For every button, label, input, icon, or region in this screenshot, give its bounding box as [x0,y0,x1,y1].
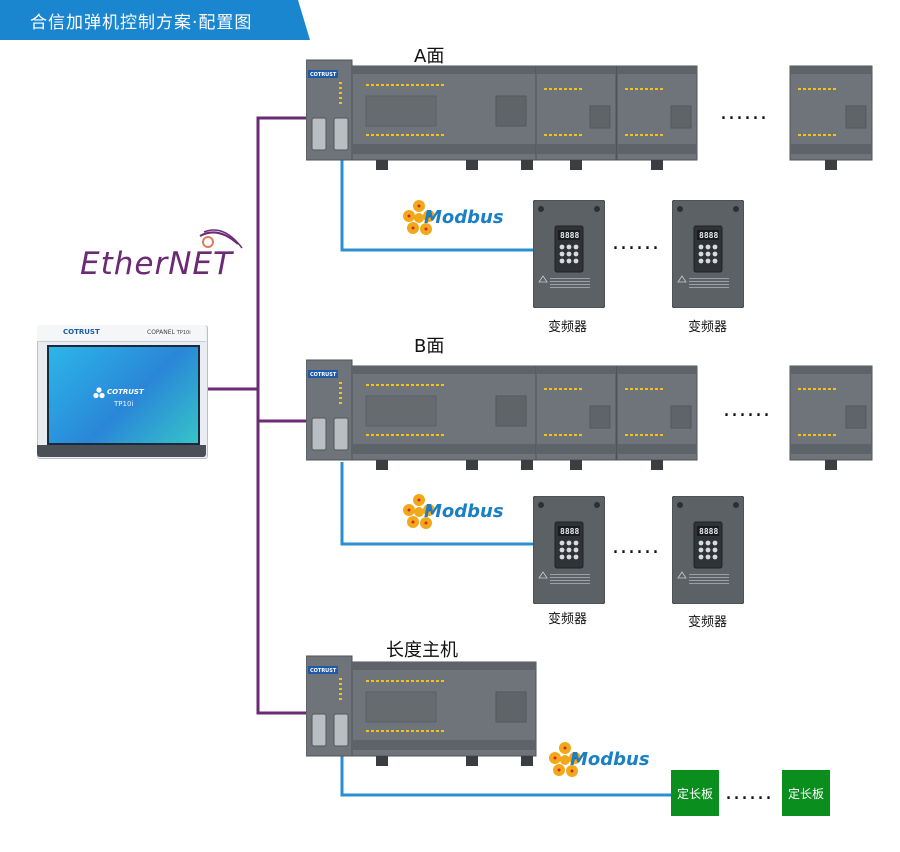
drive-label: 变频器 [688,320,728,335]
svg-text:8888: 8888 [699,527,718,536]
vfd-drawing: 8888 [532,199,606,309]
title-banner [0,0,310,40]
modbus-logo-a: Modbus [400,198,520,238]
plc-drawing: COTRUST [305,359,873,470]
drives-ellipsis-b: ...... [612,534,660,559]
drive-label: 变频器 [548,320,588,335]
hmi-model-line: COPANEL TP10i [147,329,191,336]
boards-ellipsis: ...... [725,780,773,805]
module-ellipsis-b: ...... [723,397,771,422]
svg-text:COTRUST: COTRUST [310,72,337,78]
modbus-line-a [340,160,535,252]
modbus-cluster-icon [549,742,581,777]
modbus-logo-main: Modbus [546,740,666,780]
svg-text:COTRUST: COTRUST [310,372,337,378]
vfd-drive: 8888 [671,495,745,605]
modbus-cluster-icon [403,494,435,529]
modbus-label-b: Modbus [424,501,504,522]
plc-rack-a: COTRUST [305,56,876,176]
hmi-brand: COTRUST [63,328,100,336]
vfd-drive: 8888 [671,199,745,309]
hmi-panel: COTRUST COPANEL TP10i COTRUST TP10i [37,325,208,459]
modbus-cluster-icon [403,200,435,235]
plc-drawing: COTRUST [305,59,873,170]
modbus-line-b [340,462,535,546]
module-ellipsis-a: ...... [720,100,768,125]
vfd-drawing: 8888 [671,199,745,309]
section-label-a: A面 [414,46,445,67]
vfd-drive: 8888 [532,199,606,309]
vfd-drawing: 8888 [671,495,745,605]
modbus-logo-b: Modbus [400,492,520,532]
plc-rack-b: COTRUST [305,356,876,476]
ethernet-logo: EtherNET [80,246,233,282]
plc-drawing: COTRUST [305,655,537,766]
drives-ellipsis-a: ...... [612,230,660,255]
page-title: 合信加弹机控制方案·配置图 [30,13,253,33]
modbus-label-main: Modbus [570,749,650,770]
modbus-line-main [340,755,672,797]
length-board: 定长板 [671,770,719,816]
ethernet-swoosh-icon [199,229,243,249]
vfd-drive: 8888 [532,495,606,605]
plc-rack-main: COTRUST [305,652,538,772]
hmi-screen-brand: COTRUST [107,388,144,396]
drive-label: 变频器 [548,612,588,627]
hmi-screen: COTRUST TP10i [47,345,200,445]
svg-text:8888: 8888 [560,231,579,240]
cotrust-logo-icon [93,387,105,399]
section-label-b: B面 [414,336,445,357]
svg-text:COTRUST: COTRUST [310,668,337,674]
section-label-main: 长度主机 [386,640,458,661]
hmi-screen-model: TP10i [114,400,134,408]
drive-label: 变频器 [688,615,728,630]
length-board: 定长板 [782,770,830,816]
svg-text:8888: 8888 [560,527,579,536]
modbus-label-a: Modbus [424,207,504,228]
vfd-drawing: 8888 [532,495,606,605]
svg-text:8888: 8888 [699,231,718,240]
ethernet-line-a [256,116,310,715]
